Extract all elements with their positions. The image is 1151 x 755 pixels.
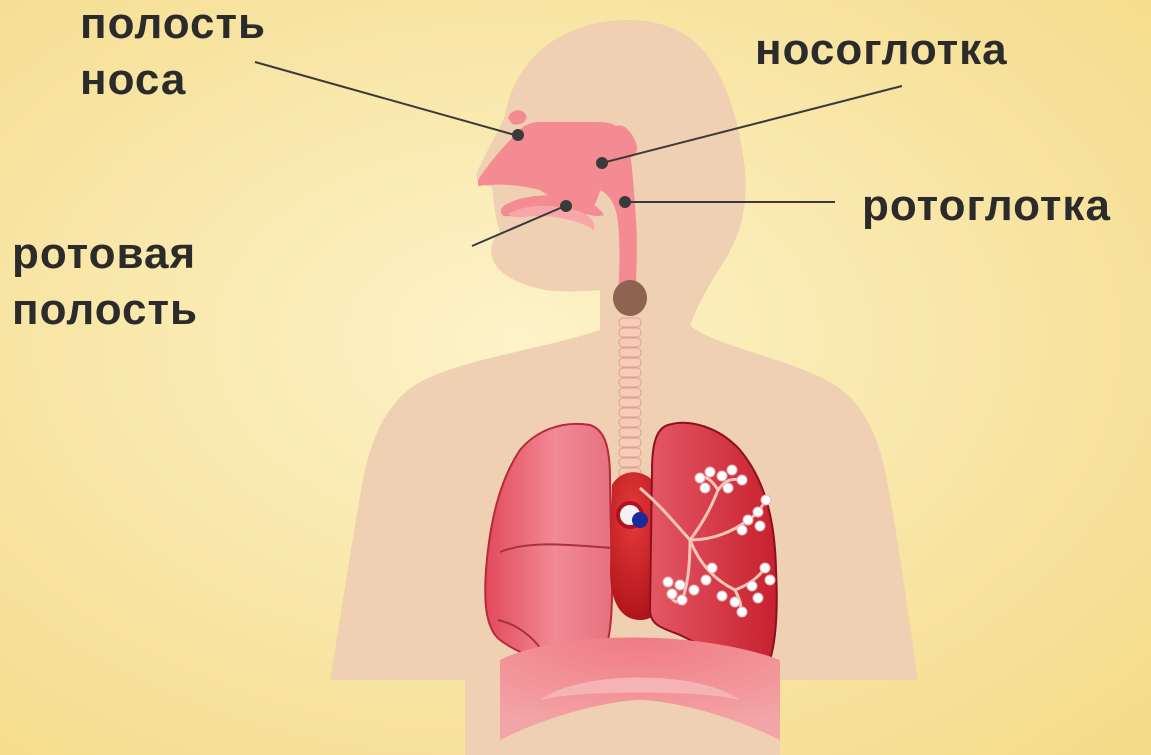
alveolus: [730, 597, 740, 607]
alveolus: [701, 575, 711, 585]
alveolus: [723, 483, 733, 493]
alveolus: [761, 495, 771, 505]
label-nasal-cavity-line1: полость: [80, 0, 266, 52]
alveolus: [743, 515, 753, 525]
label-oral-cavity-line1: ротовая: [12, 226, 198, 282]
alveolus: [663, 577, 673, 587]
alveolus: [737, 475, 747, 485]
pointer-dot-oral: [561, 201, 571, 211]
alveolus: [747, 581, 757, 591]
alveolus: [760, 563, 770, 573]
alveolus: [700, 483, 710, 493]
trachea-ring: [619, 418, 641, 427]
trachea-ring: [619, 358, 641, 367]
trachea-ring: [619, 378, 641, 387]
label-nasal-cavity-line2: носа: [80, 52, 266, 108]
label-nasal-cavity: полость носа: [80, 0, 266, 108]
alveolus: [753, 593, 763, 603]
alveolus: [717, 471, 727, 481]
pointer-dot-oro: [620, 197, 630, 207]
alveolus: [675, 580, 685, 590]
trachea-ring: [619, 388, 641, 397]
larynx: [613, 280, 647, 316]
trachea-ring: [619, 368, 641, 377]
alveolus: [717, 591, 727, 601]
alveolus: [689, 585, 699, 595]
trachea-ring: [619, 318, 641, 327]
label-oral-cavity-line2: полость: [12, 282, 198, 338]
pulmonary-vein: [632, 512, 648, 528]
trachea-ring: [619, 458, 641, 467]
label-oropharynx: ротоглотка: [862, 178, 1111, 234]
label-nasopharynx: носоглотка: [755, 22, 1008, 78]
trachea-ring: [619, 438, 641, 447]
alveolus: [705, 467, 715, 477]
trachea-ring: [619, 348, 641, 357]
alveolus: [707, 563, 717, 573]
alveolus: [737, 607, 747, 617]
alveolus: [667, 589, 677, 599]
trachea-ring: [619, 428, 641, 437]
trachea: [619, 318, 641, 487]
label-oral-cavity: ротовая полость: [12, 226, 198, 338]
alveolus: [737, 525, 747, 535]
alveolus: [677, 595, 687, 605]
alveolus: [765, 575, 775, 585]
pointer-dot-nasal: [513, 130, 523, 140]
alveolus: [727, 465, 737, 475]
trachea-ring: [619, 408, 641, 417]
trachea-ring: [619, 398, 641, 407]
trachea-ring: [619, 328, 641, 337]
alveolus: [695, 473, 705, 483]
trachea-ring: [619, 338, 641, 347]
pointer-dot-naso: [597, 158, 607, 168]
trachea-ring: [619, 448, 641, 457]
alveolus: [755, 521, 765, 531]
alveolus: [753, 507, 763, 517]
